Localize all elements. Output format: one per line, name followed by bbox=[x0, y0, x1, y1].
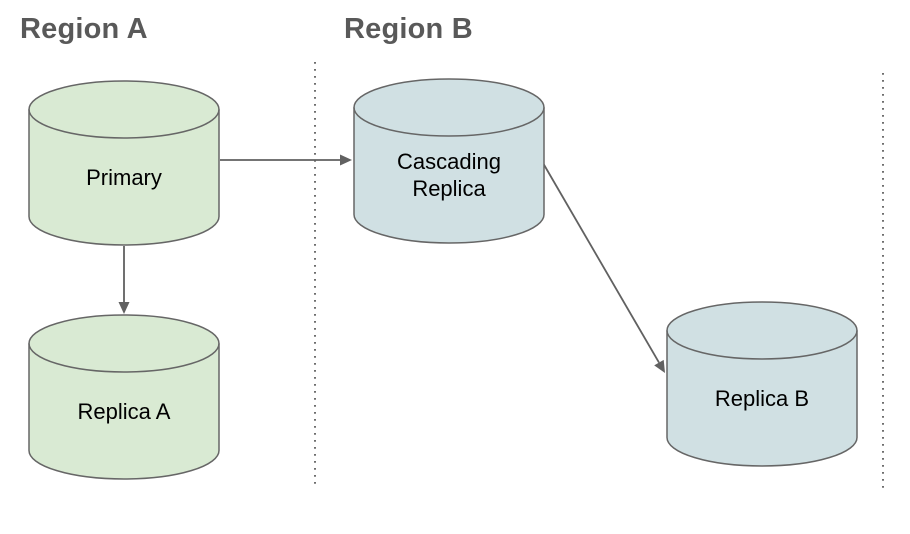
node-replica-a: Replica A bbox=[28, 314, 220, 480]
database-cylinder-icon bbox=[353, 78, 545, 244]
node-replica-b: Replica B bbox=[666, 301, 858, 467]
region-a-title: Region A bbox=[20, 13, 148, 45]
arrow-primary-to-replica-a bbox=[118, 246, 130, 314]
database-cylinder-icon bbox=[28, 80, 220, 246]
arrow-cascading-replica-to-replica-b bbox=[542, 162, 665, 373]
database-cylinder-icon bbox=[28, 314, 220, 480]
node-replica-b-label: Replica B bbox=[714, 385, 810, 411]
database-cylinder-icon bbox=[666, 301, 858, 467]
node-cascading-replica: Cascading Replica bbox=[353, 78, 545, 244]
node-cascading-replica-label: Cascading Replica bbox=[397, 149, 501, 201]
node-primary-label: Primary bbox=[86, 164, 162, 190]
node-replica-a-label: Replica A bbox=[77, 398, 171, 424]
region-b-title: Region B bbox=[344, 13, 473, 45]
node-primary: Primary bbox=[28, 80, 220, 246]
arrow-primary-to-cascading-replica bbox=[220, 154, 352, 166]
